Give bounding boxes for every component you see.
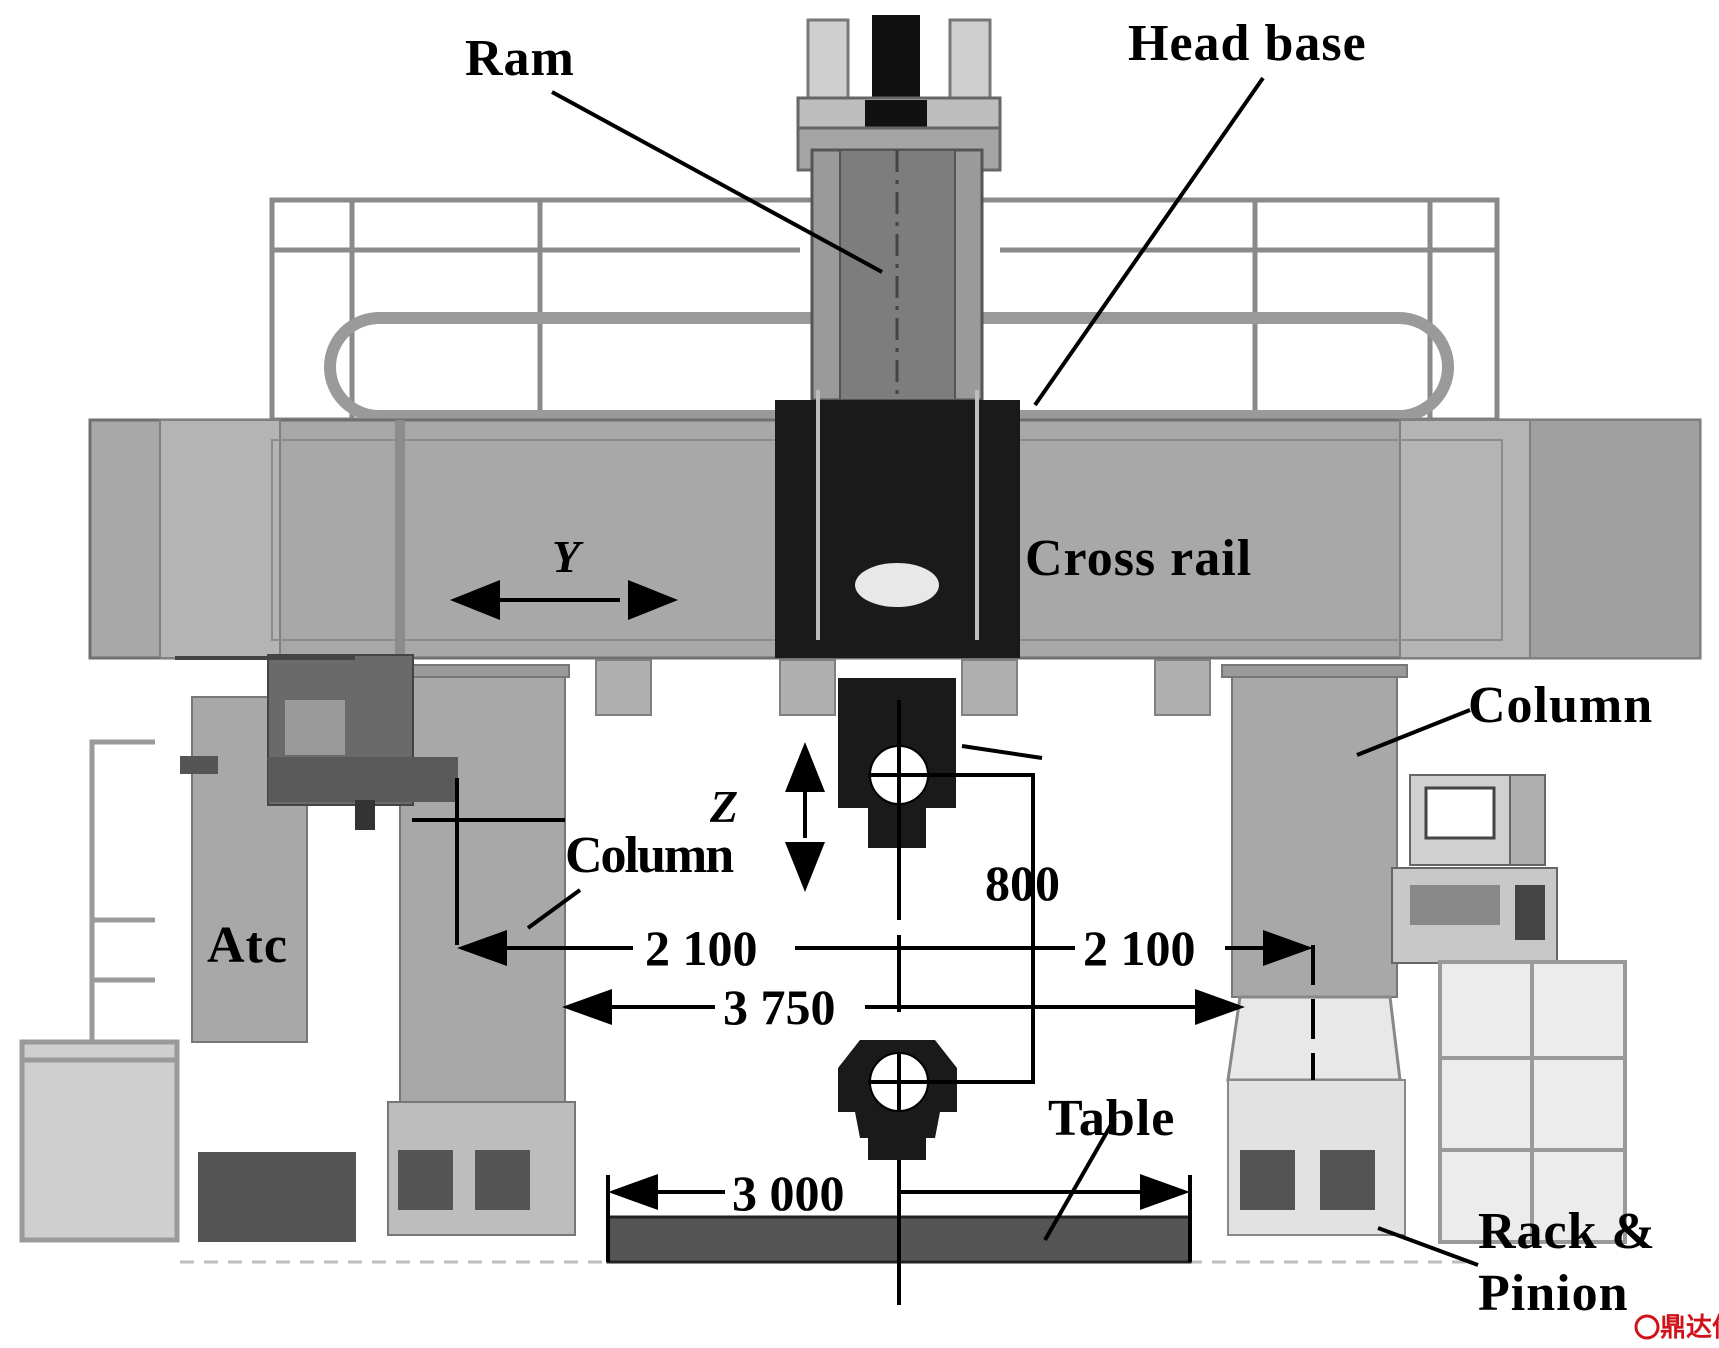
label-head-base: Head base xyxy=(1128,15,1367,72)
ram-assembly xyxy=(796,15,1002,402)
dim-ram-stroke: 800 xyxy=(985,855,1060,911)
dimension-arrows xyxy=(450,580,1313,1262)
label-atc: Atc xyxy=(207,917,288,974)
dim-column-offset-right: 2 100 xyxy=(1083,920,1196,976)
control-console xyxy=(1391,774,1627,1244)
head-base xyxy=(775,390,1020,658)
label-cross-rail: Cross rail xyxy=(1025,530,1252,587)
floor-block xyxy=(198,1152,356,1242)
axis-label-y: Y xyxy=(552,531,584,582)
spindle-head-upper xyxy=(838,678,956,848)
left-platform xyxy=(19,739,180,1243)
label-rack-pinion-line2: Pinion xyxy=(1478,1265,1629,1322)
atc-unit xyxy=(175,654,458,1043)
leader-lines xyxy=(526,76,1479,1267)
watermark-logo: 鼎达信 xyxy=(1634,1313,1719,1343)
rail-pads xyxy=(595,659,1211,716)
axis-label-z: Z xyxy=(709,781,738,832)
label-rack-pinion-line1: Rack & xyxy=(1478,1203,1656,1260)
dim-table-length: 3 000 xyxy=(732,1165,845,1221)
dim-column-spacing: 3 750 xyxy=(723,979,836,1035)
watermark-text: 鼎达信 xyxy=(1660,1313,1719,1343)
dimension-lines xyxy=(412,700,1315,1305)
left-column xyxy=(383,664,576,1236)
label-column-left: Column xyxy=(565,827,734,884)
label-ram: Ram xyxy=(465,30,575,87)
label-table: Table xyxy=(1048,1090,1175,1147)
label-column-right: Column xyxy=(1468,677,1653,734)
dim-column-offset-left: 2 100 xyxy=(645,920,758,976)
